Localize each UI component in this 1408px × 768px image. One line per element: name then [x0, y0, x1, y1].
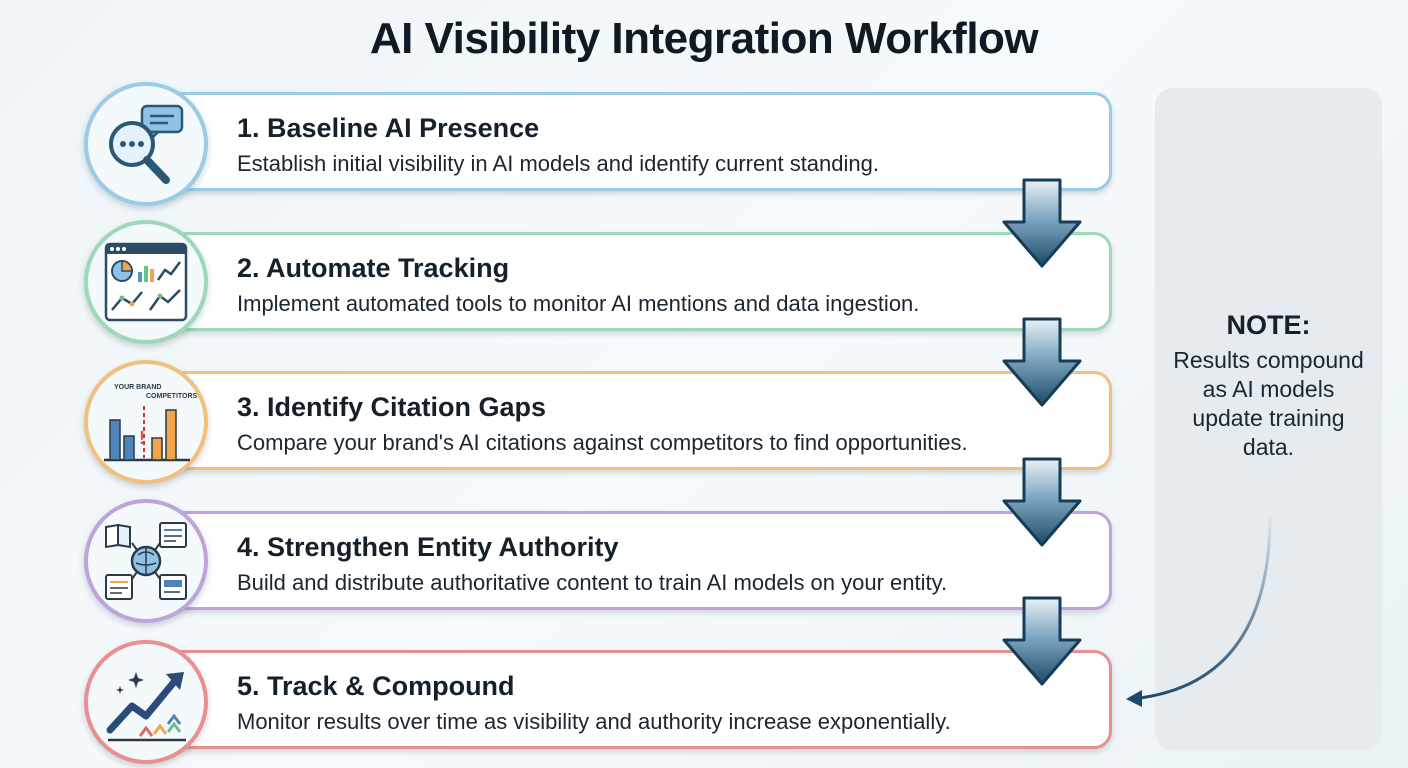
svg-text:!: ! — [139, 428, 145, 448]
step-description: Monitor results over time as visibility … — [237, 709, 951, 734]
down-arrow-icon — [1002, 317, 1082, 407]
icon-label-your-brand: YOUR BRAND — [114, 384, 161, 391]
icon-label-competitors: COMPETITORS — [146, 393, 198, 400]
brain-network-icon — [84, 499, 208, 623]
note-panel: NOTE: Results compound as AI models upda… — [1155, 88, 1382, 750]
step-description: Compare your brand's AI citations agains… — [237, 430, 968, 455]
bar-comparison-icon: YOUR BRAND COMPETITORS ! — [84, 360, 208, 484]
note-label: NOTE: — [1226, 310, 1311, 340]
step-4-card: 4. Strengthen Entity Authority Build and… — [150, 511, 1112, 610]
note-text: Results compound as AI models update tra… — [1173, 347, 1364, 460]
feedback-arrow-icon — [1126, 515, 1272, 707]
step-1-card: 1. Baseline AI Presence Establish initia… — [150, 92, 1112, 191]
step-title: 5. Track & Compound — [237, 671, 515, 701]
step-3-card: 3. Identify Citation Gaps Compare your b… — [150, 371, 1112, 470]
magnifier-chat-icon — [84, 82, 208, 206]
step-5-card: 5. Track & Compound Monitor results over… — [150, 650, 1112, 749]
step-title: 3. Identify Citation Gaps — [237, 392, 547, 422]
step-title: 1. Baseline AI Presence — [237, 113, 540, 143]
down-arrow-icon — [1002, 596, 1082, 686]
down-arrow-icon — [1002, 178, 1082, 268]
growth-arrow-icon — [84, 640, 208, 764]
dashboard-charts-icon — [84, 220, 208, 344]
step-description: Implement automated tools to monitor AI … — [237, 291, 920, 316]
down-arrow-icon — [1002, 457, 1082, 547]
step-title: 2. Automate Tracking — [237, 253, 510, 283]
step-description: Build and distribute authoritative conte… — [237, 570, 948, 595]
step-title: 4. Strengthen Entity Authority — [237, 532, 619, 562]
step-2-card: 2. Automate Tracking Implement automated… — [150, 232, 1112, 331]
page-title: AI Visibility Integration Workflow — [369, 14, 1039, 63]
step-description: Establish initial visibility in AI model… — [237, 151, 879, 176]
